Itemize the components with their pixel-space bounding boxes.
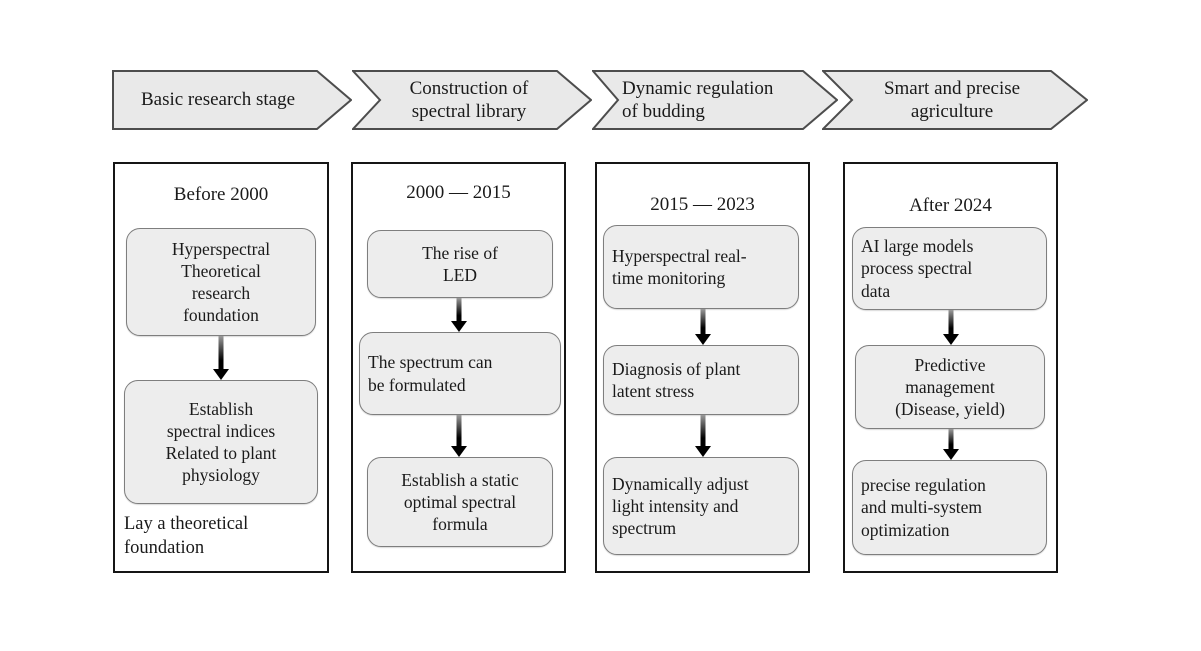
- down-arrow-icon: [597, 415, 808, 457]
- chevron-arrow-shape-icon: [592, 70, 838, 130]
- stage3-chevron: Dynamic regulation of budding: [592, 70, 838, 130]
- chevron-arrow-shape-icon: [352, 70, 592, 130]
- stage2-period: 2000 — 2015: [406, 182, 511, 203]
- flow-node: The spectrum can be formulated: [359, 332, 561, 415]
- stage3-chevron-label: Dynamic regulation of budding: [622, 77, 774, 122]
- stage3-column: 2015 — 2023 Hyperspectral real- time mon…: [595, 162, 810, 573]
- stage1-period: Before 2000: [173, 184, 269, 205]
- stage4-chevron: Smart and precise agriculture: [822, 70, 1088, 130]
- flow-node: Diagnosis of plant latent stress: [603, 345, 799, 415]
- flow-node: Dynamically adjust light intensity and s…: [603, 457, 799, 555]
- stage3-period: 2015 — 2023: [650, 194, 755, 215]
- flow-node: Hyperspectral Theoretical research found…: [126, 228, 316, 336]
- stage2-chevron: Construction of spectral library: [352, 70, 592, 130]
- stage1-chevron: Basic research stage: [112, 70, 352, 130]
- stage2-column: 2000 — 2015 The rise of LED The spectrum…: [351, 162, 566, 573]
- stage2-chevron-label: Construction of spectral library: [409, 77, 529, 122]
- down-arrow-icon: [597, 309, 808, 345]
- flow-node: Predictive management (Disease, yield): [855, 345, 1045, 429]
- stage4-chevron-label: Smart and precise agriculture: [883, 77, 1021, 122]
- down-arrow-icon: [845, 429, 1056, 460]
- down-arrow-icon: [845, 310, 1056, 345]
- flow-node: AI large models process spectral data: [852, 227, 1047, 310]
- down-arrow-icon: [115, 336, 327, 380]
- chevron-arrow-shape-icon: [822, 70, 1088, 130]
- chevron-arrow-shape-icon: [112, 70, 352, 130]
- stage1-chevron-label: Basic research stage: [140, 89, 296, 111]
- flow-node: Establish a static optimal spectral form…: [367, 457, 553, 547]
- flow-node: Hyperspectral real- time monitoring: [603, 225, 799, 309]
- flow-node: The rise of LED: [367, 230, 553, 298]
- stage4-period: After 2024: [909, 195, 992, 216]
- flow-node: precise regulation and multi-system opti…: [852, 460, 1047, 555]
- stage1-column: Before 2000 Hyperspectral Theoretical re…: [113, 162, 329, 573]
- stage4-column: After 2024 AI large models process spect…: [843, 162, 1058, 573]
- down-arrow-icon: [353, 415, 564, 457]
- flow-node: Establish spectral indices Related to pl…: [124, 380, 318, 504]
- down-arrow-icon: [353, 298, 564, 332]
- stage1-footer-text: Lay a theoretical foundation: [124, 514, 249, 559]
